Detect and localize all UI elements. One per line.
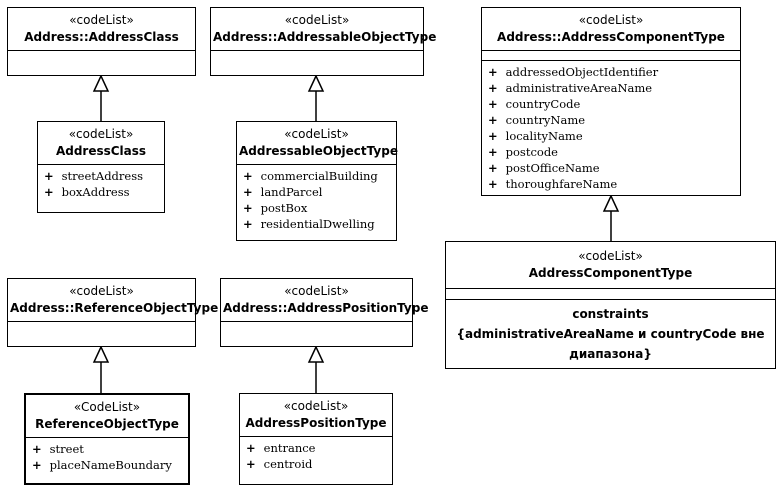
stereotype: «codeList» bbox=[283, 399, 349, 413]
attribute-row: +landParcel bbox=[243, 185, 323, 199]
attribute-row: +administrativeAreaName bbox=[488, 81, 653, 95]
stereotype: «codeList» bbox=[68, 127, 134, 141]
class-address-addresscomponenttype: «codeList» Address::AddressComponentType… bbox=[481, 7, 741, 196]
class-name: Address::AddressableObjectType bbox=[213, 30, 437, 44]
class-name: Address::ReferenceObjectType bbox=[10, 301, 219, 315]
attribute-row: +placeNameBoundary bbox=[32, 458, 172, 472]
attribute-row: +streetAddress bbox=[44, 169, 144, 183]
attributes-compartment bbox=[8, 322, 195, 346]
attribute-row: +entrance bbox=[246, 441, 316, 455]
class-header: «codeList» Address::ReferenceObjectType bbox=[8, 279, 219, 322]
attributes-compartment: +addressedObjectIdentifier +administrati… bbox=[482, 61, 740, 195]
class-header: «codeList» AddressComponentType bbox=[446, 242, 775, 289]
attribute-row: +thoroughfareName bbox=[488, 177, 618, 191]
class-name: Address::AddressClass bbox=[24, 30, 179, 44]
attributes-compartment bbox=[8, 51, 195, 75]
class-header: «codeList» Address::AddressableObjectTyp… bbox=[211, 8, 437, 51]
attributes-compartment: +entrance +centroid bbox=[240, 437, 392, 475]
constraints-compartment: constraints {administrativeAreaName и co… bbox=[446, 300, 775, 368]
constraint-text-line-1: {administrativeAreaName и countryCode вн… bbox=[456, 327, 765, 341]
class-address-addressclass: «codeList» Address::AddressClass bbox=[7, 7, 196, 76]
attributes-compartment: +streetAddress +boxAddress bbox=[38, 165, 164, 203]
stereotype: «codeList» bbox=[284, 284, 349, 298]
stereotype: «codeList» bbox=[578, 13, 644, 27]
generalization-arrowhead-address-position-type bbox=[307, 345, 325, 363]
class-address-addresspositiontype: «codeList» Address::AddressPositionType bbox=[220, 278, 429, 347]
class-address-referenceobjecttype: «codeList» Address::ReferenceObjectType bbox=[7, 278, 219, 347]
attribute-row: +residentialDwelling bbox=[243, 217, 375, 231]
stereotype: «codeList» bbox=[284, 13, 350, 27]
class-addresscomponenttype: «codeList» AddressComponentType constrai… bbox=[445, 241, 776, 369]
class-header: «codeList» Address::AddressComponentType bbox=[482, 8, 740, 51]
class-name: AddressableObjectType bbox=[239, 144, 398, 158]
attribute-row: +commercialBuilding bbox=[243, 169, 378, 183]
attribute-row: +postcode bbox=[488, 145, 558, 159]
generalization-arrowhead-addressable-object-type bbox=[307, 74, 325, 92]
constraint-text-line-2: диапазона} bbox=[569, 347, 652, 361]
empty-compartment bbox=[446, 289, 775, 300]
generalization-arrowhead-reference-object-type bbox=[92, 345, 110, 363]
class-name: Address::AddressComponentType bbox=[497, 30, 725, 44]
stereotype: «codeList» bbox=[284, 127, 349, 141]
attributes-compartment: +commercialBuilding +landParcel +postBox… bbox=[237, 165, 396, 235]
generalization-arrowhead-address-class bbox=[92, 74, 110, 92]
attributes-compartment: +street +placeNameBoundary bbox=[26, 438, 188, 476]
class-header: «codeList» Address::AddressClass bbox=[8, 8, 195, 51]
class-name: AddressPositionType bbox=[245, 416, 387, 430]
attribute-row: +postBox bbox=[243, 201, 308, 215]
class-addressclass: «codeList» AddressClass +streetAddress +… bbox=[37, 121, 165, 213]
class-addresspositiontype: «codeList» AddressPositionType +entrance… bbox=[239, 393, 393, 485]
generalization-arrowhead-address-component-type bbox=[602, 194, 620, 212]
class-referenceobjecttype: «CodeList» ReferenceObjectType +street +… bbox=[24, 393, 190, 485]
attribute-row: +addressedObjectIdentifier bbox=[488, 65, 659, 79]
class-name: Address::AddressPositionType bbox=[223, 301, 429, 315]
class-header: «codeList» Address::AddressPositionType bbox=[221, 279, 429, 322]
class-name: ReferenceObjectType bbox=[35, 417, 179, 431]
class-address-addressableobjecttype: «codeList» Address::AddressableObjectTyp… bbox=[210, 7, 437, 76]
attribute-row: +street bbox=[32, 442, 84, 456]
class-header: «codeList» AddressClass bbox=[38, 122, 164, 165]
constraints-label: constraints bbox=[572, 307, 649, 321]
attribute-row: +boxAddress bbox=[44, 185, 130, 199]
attributes-compartment bbox=[211, 51, 423, 75]
attribute-row: +countryCode bbox=[488, 97, 581, 111]
class-name: AddressComponentType bbox=[528, 266, 693, 280]
stereotype: «CodeList» bbox=[73, 400, 141, 414]
attributes-compartment bbox=[221, 322, 412, 346]
stereotype: «codeList» bbox=[69, 284, 134, 298]
class-header: «CodeList» ReferenceObjectType bbox=[26, 395, 188, 438]
attribute-row: +postOfficeName bbox=[488, 161, 600, 175]
attribute-row: +countryName bbox=[488, 113, 586, 127]
class-header: «codeList» AddressableObjectType bbox=[237, 122, 398, 165]
class-addressableobjecttype: «codeList» AddressableObjectType +commer… bbox=[236, 121, 398, 241]
attribute-row: +localityName bbox=[488, 129, 583, 143]
stereotype: «codeList» bbox=[578, 249, 643, 263]
attribute-row: +centroid bbox=[246, 457, 313, 471]
stereotype: «codeList» bbox=[69, 13, 134, 27]
empty-compartment bbox=[482, 51, 740, 61]
class-name: AddressClass bbox=[55, 144, 147, 158]
class-header: «codeList» AddressPositionType bbox=[240, 394, 392, 437]
